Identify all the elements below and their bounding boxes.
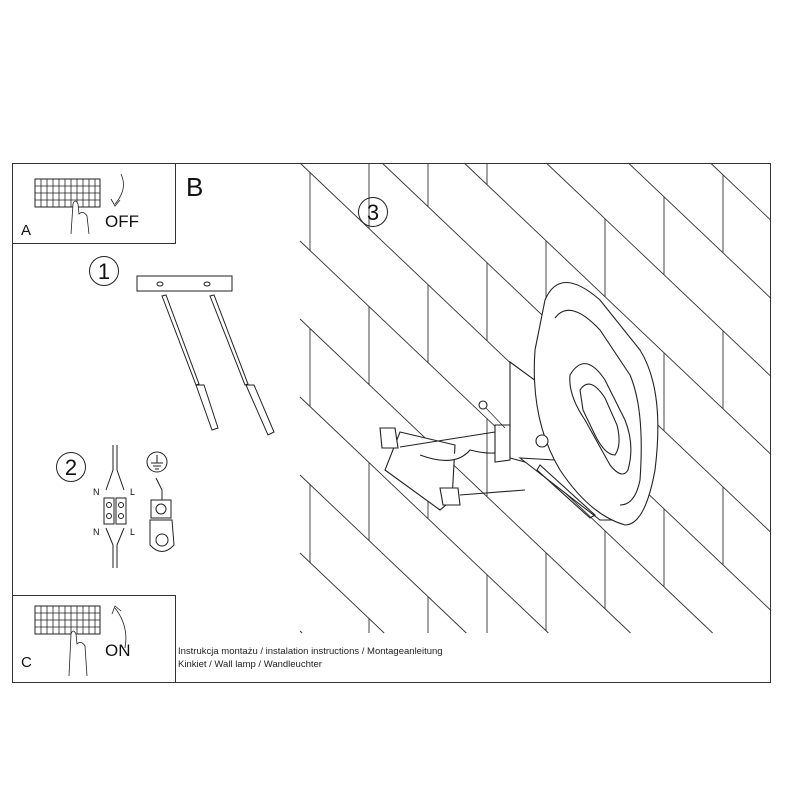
caption-product: Kinkiet / Wall lamp / Wandleuchter <box>178 659 322 670</box>
instruction-frame <box>12 163 771 683</box>
wall-line <box>710 162 772 221</box>
wall-line <box>545 162 772 377</box>
circuit-breaker-hand-icon <box>34 605 127 677</box>
wall-line <box>299 396 549 634</box>
off-label: OFF <box>105 212 139 231</box>
wall-line <box>299 552 385 634</box>
step-2-marker: 2 <box>56 452 86 482</box>
step-3-marker: 3 <box>358 197 388 227</box>
panel-a-power-off: A OFF <box>12 163 176 244</box>
step-1-marker: 1 <box>89 256 119 286</box>
panel-c-power-on: C ON <box>12 595 176 683</box>
live-label-top: L <box>130 487 136 497</box>
panel-b-letter: B <box>186 172 204 202</box>
lamp-shade <box>533 282 659 526</box>
panel-c-letter: C <box>21 654 32 671</box>
wall-lamp <box>379 282 659 526</box>
circuit-breaker-hand-icon <box>34 173 124 235</box>
wall-line <box>299 318 631 634</box>
wall-line <box>628 162 772 299</box>
screw-icon <box>478 400 488 410</box>
wall-line <box>299 630 303 634</box>
neutral-label-top: N <box>93 487 100 497</box>
on-label: ON <box>105 641 131 660</box>
ceiling-plate-and-plugs <box>136 275 275 436</box>
wiring-diagram <box>103 445 175 568</box>
wall-line <box>299 474 467 634</box>
wall-line <box>463 162 772 455</box>
neutral-label-bottom: N <box>93 527 100 537</box>
live-label-bottom: L <box>130 527 136 537</box>
caption-instructions: Instrukcja montażu / instalation instruc… <box>178 646 443 657</box>
panel-a-letter: A <box>21 222 32 239</box>
